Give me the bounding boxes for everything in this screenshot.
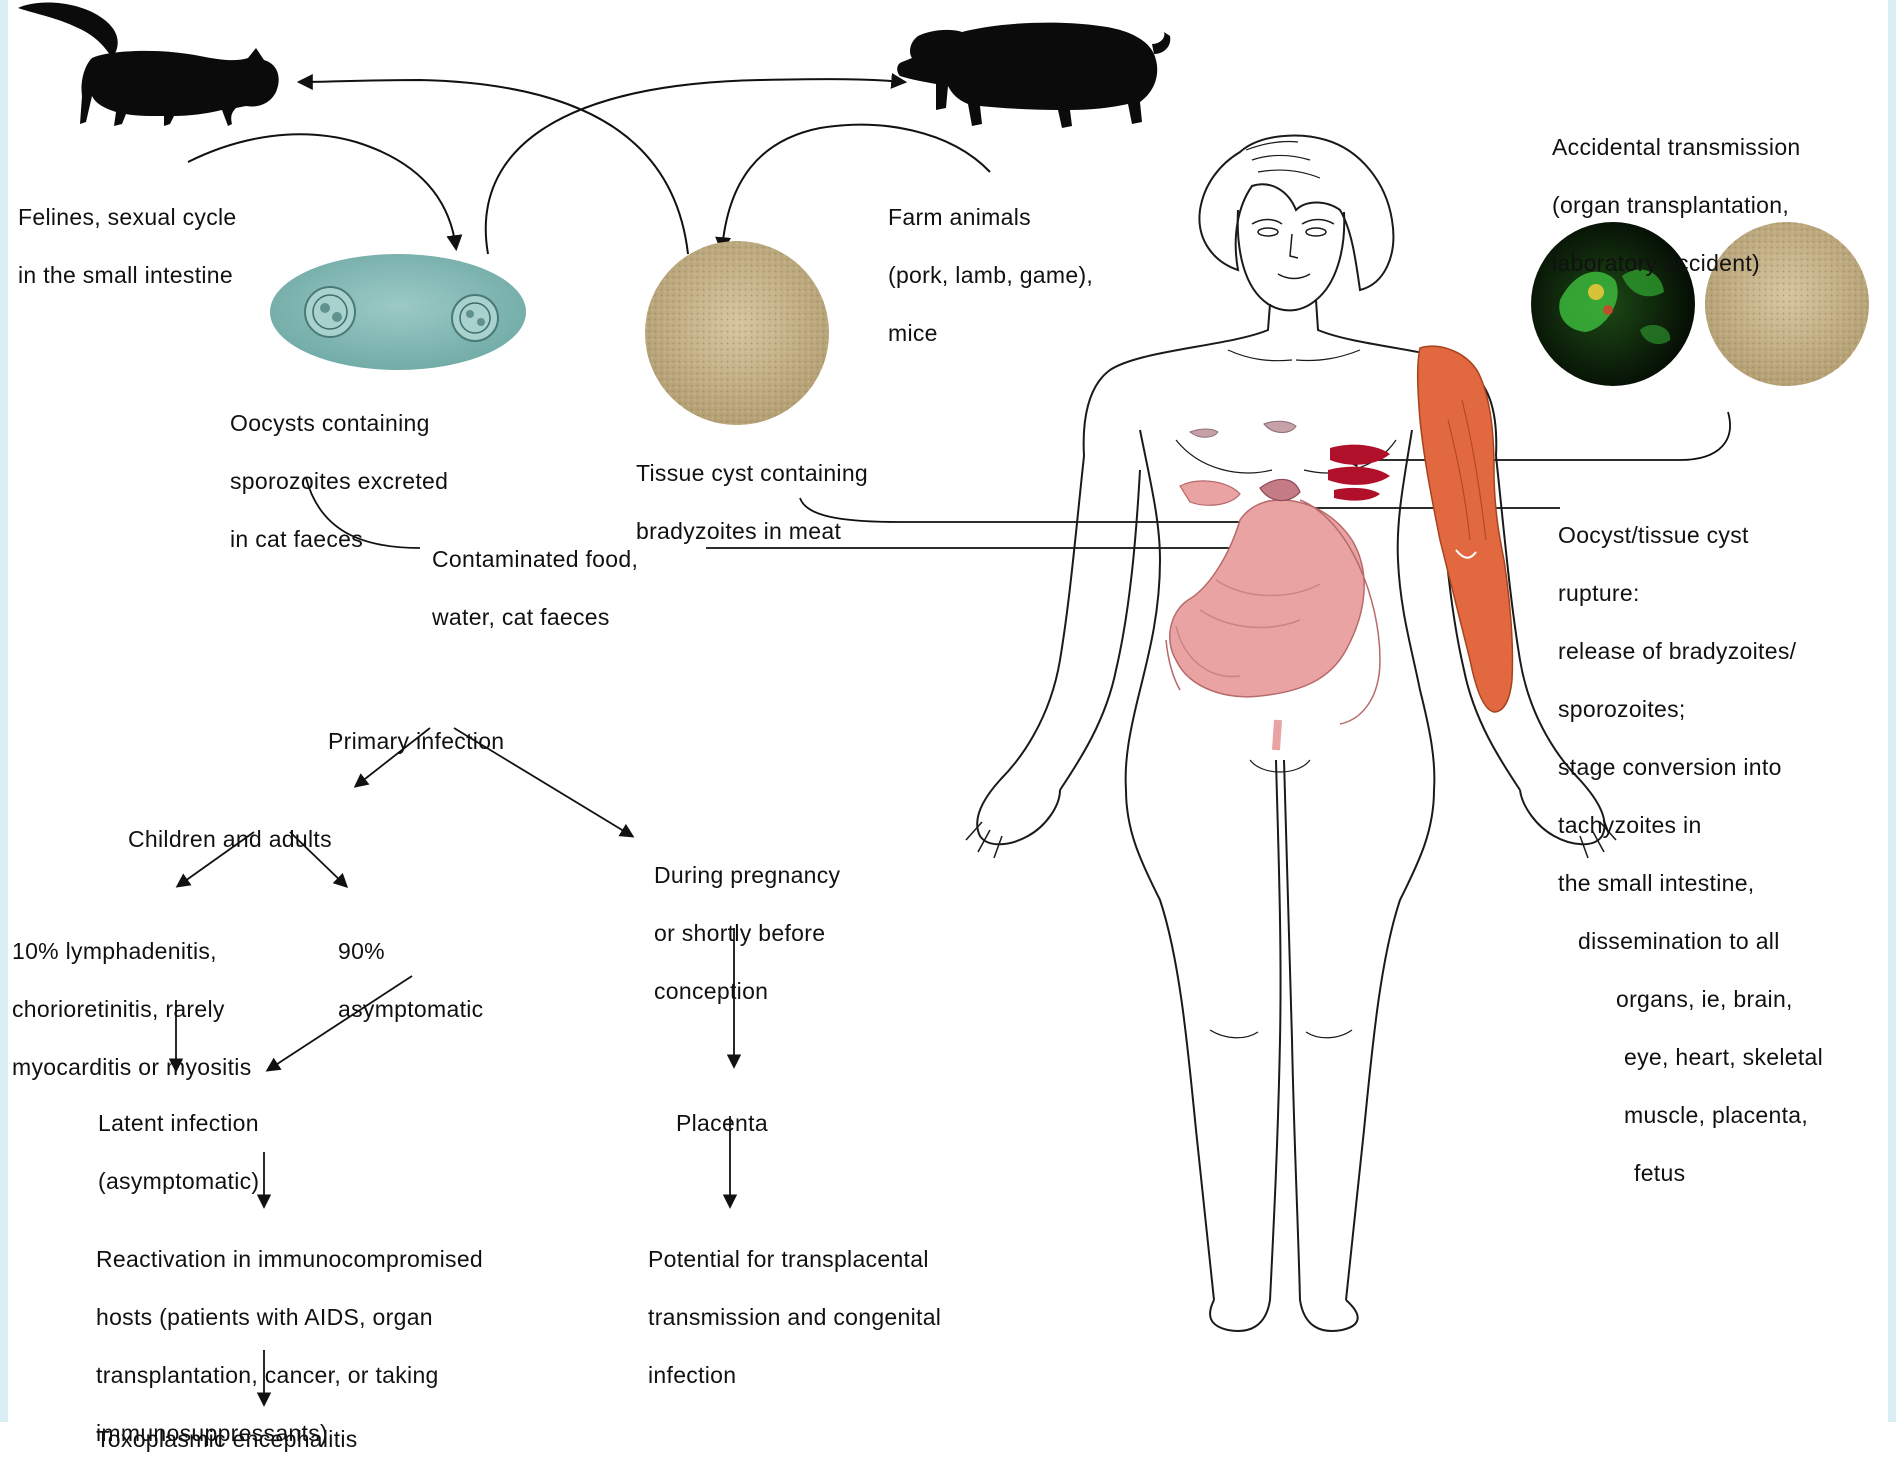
placenta-label: Placenta (676, 1080, 768, 1167)
accidental-transmission-label: Accidental transmission (organ transplan… (1552, 104, 1801, 307)
latent-infection-label: Latent infection (asymptomatic) (98, 1080, 259, 1225)
tissue-cyst-image (645, 241, 829, 425)
rupture-label: Oocyst/tissue cyst rupture: release of b… (1558, 492, 1888, 1217)
heart-lung-illustration (1328, 445, 1390, 501)
tissue-cyst-label: Tissue cyst containing bradyzoites in me… (636, 430, 868, 575)
primary-infection-label: Primary infection (328, 698, 504, 785)
pig-silhouette-icon (897, 23, 1170, 128)
during-pregnancy-label: During pregnancy or shortly before conce… (654, 832, 840, 1035)
farm-animals-label: Farm animals (pork, lamb, game), mice (888, 174, 1093, 377)
children-adults-label: Children and adults (128, 796, 332, 883)
cat-silhouette-icon (18, 3, 279, 126)
oocysts-label: Oocysts containing sporozoites excreted … (230, 380, 448, 583)
felines-label: Felines, sexual cycle in the small intes… (18, 174, 237, 319)
toxoplasmic-encephalitis-label: Toxoplasmic encephalitis (96, 1396, 358, 1483)
oocyst-microscopy-image (270, 254, 526, 370)
contaminated-food-label: Contaminated food, water, cat faeces (432, 516, 638, 661)
intestine-illustration (1166, 500, 1380, 750)
transplacental-label: Potential for transplacental transmissio… (648, 1216, 941, 1419)
arm-muscle-illustration (1418, 346, 1513, 712)
liver-illustration (1180, 421, 1300, 505)
asymptomatic-ninety-percent-label: 90% asymptomatic (338, 908, 483, 1053)
toxoplasma-lifecycle-diagram: Felines, sexual cycle in the small intes… (0, 0, 1896, 1422)
